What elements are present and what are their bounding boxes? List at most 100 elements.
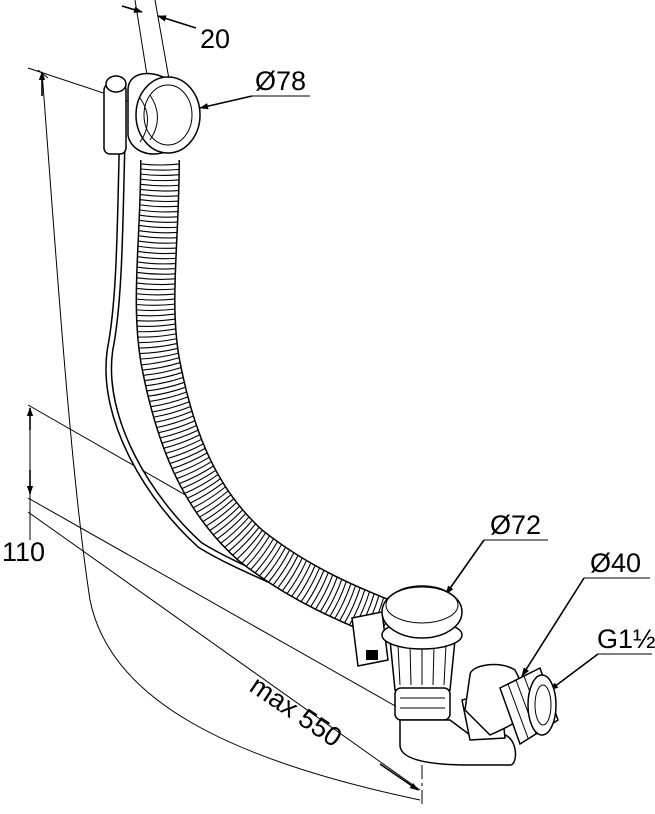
hose-rib — [216, 513, 246, 540]
hose-rib — [139, 214, 178, 218]
hose-rib — [142, 362, 181, 371]
hose-rib — [296, 565, 316, 600]
overflow-head — [103, 72, 201, 155]
hose-rib — [137, 261, 176, 265]
hose-rib — [190, 482, 224, 504]
hose-rib — [334, 583, 352, 619]
hose-rib — [136, 308, 175, 312]
hose-rib — [232, 527, 260, 556]
hose-rib — [199, 494, 232, 518]
hose-rib — [193, 486, 226, 509]
hose-rib — [158, 420, 195, 434]
hose-rib — [272, 552, 295, 586]
depth-arrow-right — [157, 15, 197, 29]
outlet-diameter-leader — [521, 577, 585, 677]
hose-rib — [148, 386, 186, 397]
hose-rib — [140, 188, 179, 192]
hose-rib — [282, 558, 303, 592]
hose-rib — [344, 587, 361, 623]
hose-rib — [310, 572, 329, 607]
hose-rib — [139, 209, 178, 213]
thread-label: G1½ — [597, 624, 655, 654]
hose-rib — [136, 282, 175, 286]
hose-rib — [139, 224, 178, 229]
hose-rib — [187, 478, 221, 499]
hose-rib — [136, 298, 175, 301]
hose-rib — [140, 178, 179, 182]
hose-rib — [224, 520, 253, 548]
hose-rib — [137, 328, 176, 333]
hose-rib — [138, 333, 176, 338]
hose-rib — [196, 490, 229, 513]
hose-rib — [143, 367, 182, 376]
height-offset-label: 110 — [2, 537, 45, 567]
hose-rib — [156, 415, 194, 429]
outlet-diameter-label: Ø40 — [590, 548, 641, 578]
overflow-diameter-leader — [199, 95, 253, 110]
overflow-diameter-label: Ø78 — [255, 66, 306, 96]
hose-rib — [138, 235, 177, 239]
cable-junction-box — [351, 611, 389, 667]
overflow-cap — [135, 76, 201, 154]
hose-rib — [138, 240, 177, 244]
hose-rib — [349, 589, 366, 626]
depth-arrow-left — [121, 5, 143, 13]
hose-rib — [145, 376, 184, 387]
hose-rib — [160, 425, 197, 439]
hose-rib — [167, 443, 204, 459]
hose-rib — [329, 581, 347, 617]
hose-rib — [172, 452, 208, 470]
hose-rib — [140, 183, 179, 187]
hose-rib — [146, 381, 185, 392]
hose-rib — [137, 250, 176, 255]
max-length-curve-line — [41, 71, 421, 801]
hose-rib — [139, 219, 178, 223]
hose-rib — [136, 293, 175, 296]
hose-rib — [181, 469, 216, 489]
hose-rib — [140, 194, 179, 197]
hose-rib — [137, 266, 176, 270]
hose-rib — [245, 535, 270, 567]
hose-rib — [139, 343, 177, 349]
hose-rib — [139, 204, 179, 208]
hose-rib — [213, 509, 243, 536]
corrugated-hose — [135, 159, 408, 644]
hose-rib — [153, 406, 191, 418]
max-length-dimension-line — [27, 511, 421, 791]
hose-rib — [136, 277, 175, 280]
hose-rib — [136, 271, 176, 275]
hose-rib — [138, 245, 177, 249]
max-length-label: max 550 — [245, 670, 348, 753]
hose-rib — [228, 523, 256, 552]
outlet-opening — [527, 674, 557, 736]
hose-rib — [137, 256, 176, 260]
hose-rib — [300, 567, 320, 602]
overflow-depth-label: 20 — [200, 24, 230, 54]
hose-rib — [305, 570, 325, 605]
hose-rib — [315, 574, 334, 610]
hose-rib — [339, 585, 356, 621]
hose-rib — [174, 456, 210, 475]
hose-rib — [140, 352, 179, 360]
hose-rib — [138, 230, 177, 234]
hose-rib — [165, 438, 202, 454]
hose-rib — [206, 502, 237, 527]
hose-rib — [277, 555, 299, 589]
thread-leader — [549, 653, 599, 691]
hose-rib — [250, 538, 274, 570]
hose-rib — [324, 579, 343, 615]
hose-rib — [140, 168, 180, 171]
trap-connector — [399, 719, 517, 766]
dimension-labels: 20 Ø78 Ø72 Ø40 G1½ 110 max 550 — [2, 24, 655, 753]
hose-rib — [179, 465, 214, 485]
hose-rib — [139, 347, 178, 355]
overflow-cable-housing — [103, 83, 127, 155]
hose-rib — [155, 410, 192, 423]
hose-rib — [202, 498, 234, 522]
waste-diameter-label: Ø72 — [490, 510, 541, 540]
hose-rib — [138, 338, 177, 344]
hose-rib — [259, 544, 282, 577]
hose-rib — [236, 530, 263, 560]
waste-assembly — [351, 585, 559, 766]
